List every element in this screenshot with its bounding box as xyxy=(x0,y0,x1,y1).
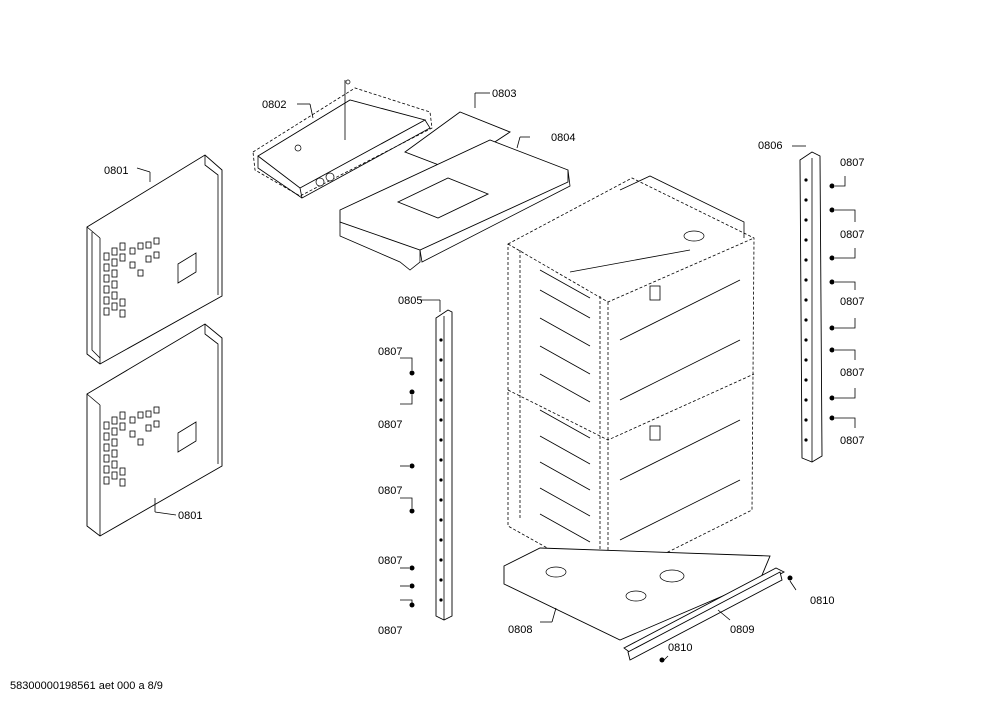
label-0801-top: 0801 xyxy=(104,165,128,177)
label-0807: 0807 xyxy=(840,367,864,379)
label-0802: 0802 xyxy=(262,99,286,111)
label-0809: 0809 xyxy=(730,624,754,636)
document-id-footer: 58300000198561 aet 000 a 8/9 xyxy=(10,680,163,692)
side-panel-bottom xyxy=(86,323,223,537)
left-rail xyxy=(400,299,453,621)
label-0807: 0807 xyxy=(840,157,864,169)
label-0810-a: 0810 xyxy=(810,595,834,607)
label-0804: 0804 xyxy=(551,132,575,144)
label-0807: 0807 xyxy=(378,485,402,497)
top-cover xyxy=(252,79,433,199)
label-0803: 0803 xyxy=(492,88,516,100)
label-0807: 0807 xyxy=(840,296,864,308)
plate xyxy=(404,92,511,171)
side-panel-top xyxy=(86,154,223,365)
channel xyxy=(339,136,571,271)
label-0806: 0806 xyxy=(758,140,782,152)
label-0801-bottom: 0801 xyxy=(178,510,202,522)
label-0807: 0807 xyxy=(378,346,402,358)
label-0808: 0808 xyxy=(508,624,532,636)
label-0807: 0807 xyxy=(378,555,402,567)
label-0807: 0807 xyxy=(840,229,864,241)
oven-frame xyxy=(507,175,755,583)
label-0807: 0807 xyxy=(378,419,402,431)
right-rail xyxy=(792,145,856,463)
label-0807: 0807 xyxy=(840,435,864,447)
label-0810-b: 0810 xyxy=(668,642,692,654)
front-strip xyxy=(623,567,797,663)
label-0805: 0805 xyxy=(398,295,422,307)
label-0807: 0807 xyxy=(378,625,402,637)
